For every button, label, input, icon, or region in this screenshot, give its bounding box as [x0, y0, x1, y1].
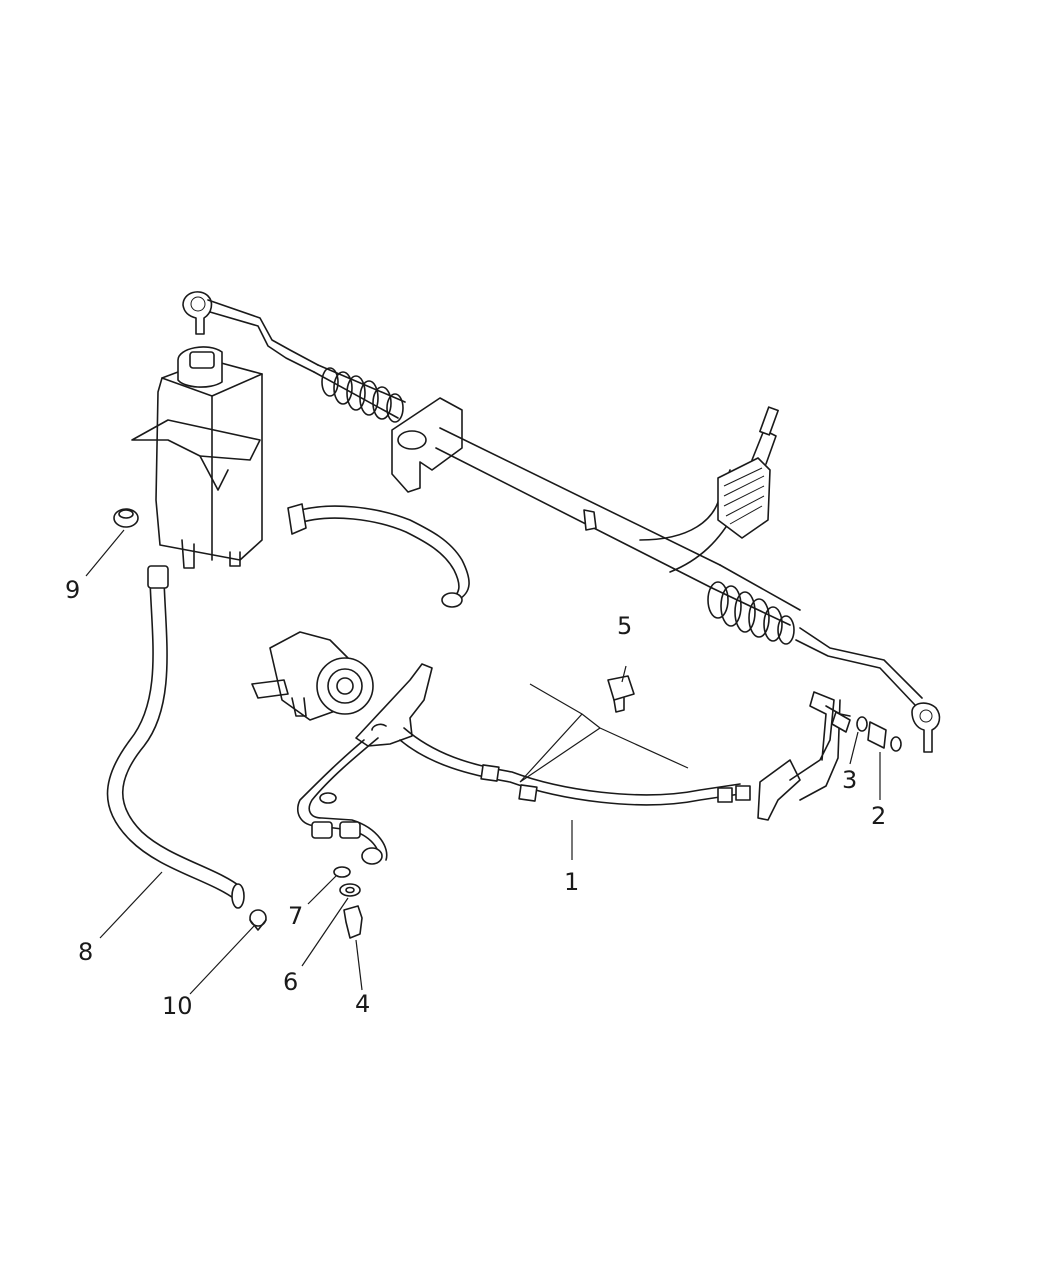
callout-7: 7	[288, 902, 303, 930]
banjo-bolt-part-5	[607, 675, 635, 713]
callout-8: 8	[78, 938, 93, 966]
callout-6: 6	[283, 968, 298, 996]
hose-clamp-part-10	[249, 909, 267, 931]
callout-1: 1	[564, 868, 579, 896]
suction-hose-part-8	[106, 565, 245, 909]
part-1-group-bracket	[519, 683, 689, 783]
callout-9: 9	[65, 576, 80, 604]
callout-3: 3	[842, 766, 857, 794]
washers-and-bolt	[333, 866, 363, 939]
callout-leader-lines	[85, 529, 881, 995]
steering-rack-assembly	[182, 291, 941, 753]
pressure-hose-line	[296, 663, 851, 865]
callout-2: 2	[871, 802, 886, 830]
power-steering-pump	[251, 631, 374, 721]
fitting-and-o-rings	[831, 711, 902, 752]
callout-10: 10	[162, 992, 193, 1020]
callout-5: 5	[617, 612, 632, 640]
reservoir-cap-part-9	[113, 508, 139, 528]
fluid-reservoir	[131, 346, 263, 569]
return-hose-upper	[287, 503, 470, 608]
washer-near-pump	[319, 792, 337, 804]
callout-numbers: 1 2 3 4 5 6 7 8 9 10	[65, 576, 886, 1020]
callout-4: 4	[355, 990, 370, 1018]
